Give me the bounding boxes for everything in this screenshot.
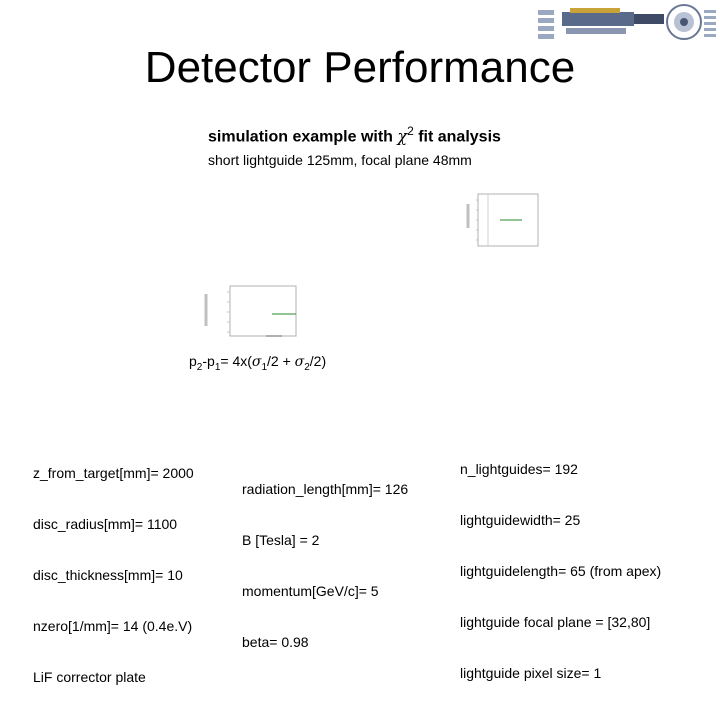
param-line: lightguide focal plane = [32,80] (460, 614, 651, 630)
subtitle-prefix: simulation example with (208, 128, 398, 146)
parameters-middle: radiation_length[mm]= 126 B [Tesla] = 2 … (242, 447, 408, 668)
subtitle-suffix: fit analysis (413, 128, 501, 146)
param-line: B [Tesla] = 2 (242, 532, 320, 548)
param-line: z_from_target[mm]= 2000 (33, 465, 194, 481)
param-line: disc_radius[mm]= 1100 (33, 516, 178, 532)
parameters-right: n_lightguides= 192 lightguidewidth= 25 l… (460, 427, 661, 699)
thumbnail-plot-lower (204, 285, 297, 337)
plot-ticks (476, 199, 479, 241)
param-line: lightguidewidth= 25 (460, 512, 581, 528)
param-line: radiation_length[mm]= 126 (242, 481, 409, 497)
param-line: momentum[GeV/c]= 5 (242, 583, 379, 599)
configuration-line: short lightguide 125mm, focal plane 48mm (208, 152, 472, 168)
param-line: lightguide pixel size= 1 (460, 665, 602, 681)
parameters-left: z_from_target[mm]= 2000 disc_radius[mm]=… (33, 431, 194, 703)
plot-ticks (227, 291, 230, 333)
param-line: disc_thickness[mm]= 10 (33, 567, 183, 583)
subtitle: simulation example with χ2 fit analysis (208, 124, 501, 146)
param-line: lightguidelength= 65 (from apex) (460, 563, 662, 579)
param-line: LiF corrector plate (33, 669, 146, 685)
param-line: nzero[1/mm]= 14 (0.4e.V) (33, 618, 193, 634)
param-line: beta= 0.98 (242, 634, 309, 650)
param-line: n_lightguides= 192 (460, 461, 578, 477)
detector-logo-icon (538, 4, 716, 40)
plot-frame (229, 285, 297, 337)
chi-exponent: 2 (407, 124, 414, 138)
resolution-formula: p2-p1= 4x(σ1/2 + σ2/2) (189, 353, 327, 373)
chi-symbol: χ (397, 126, 408, 146)
page-title: Detector Performance (144, 43, 576, 92)
thumbnail-plot-upper (466, 193, 539, 247)
